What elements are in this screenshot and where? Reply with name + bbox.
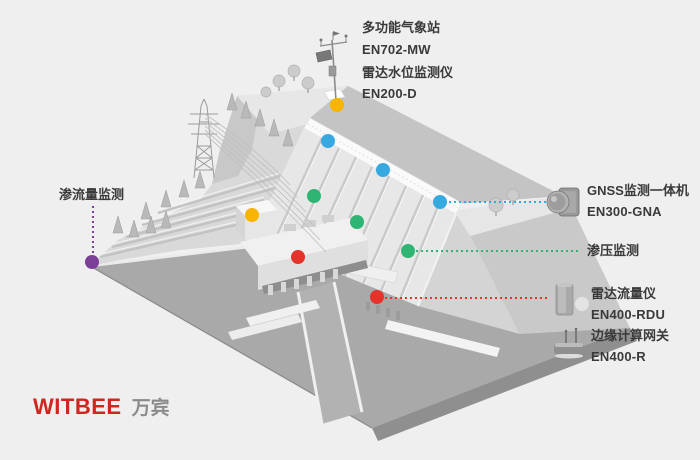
marker-seepage-pressure-3 [401,244,415,258]
label-flow-meter-model: EN400-RDU [591,307,666,322]
gnss-device-icon [546,187,580,217]
marker-gnss [433,195,447,209]
monitoring-markers [85,98,447,304]
marker-flow-meter-1 [291,250,305,264]
label-water-level-name: 雷达水位监测仪 [362,65,454,80]
label-gateway-name: 边缘计算网关 [591,328,670,343]
marker-seepage-pressure-2 [350,215,364,229]
marker-water-level-1 [321,134,335,148]
label-water-level-model: EN200-D [362,86,417,101]
power-lines [204,113,327,253]
label-flow-meter-name: 雷达流量仪 [591,286,657,301]
reservoir-water [310,86,563,204]
tailrace-channel [228,281,364,425]
right-hill [418,196,630,334]
label-weather-station-name: 多功能气象站 [362,20,441,35]
marker-intake-building [245,208,259,222]
powerhouse [240,215,368,295]
label-seepage-flow: 渗流量监测 [59,187,125,202]
brand-logo-cn: 万宾 [131,398,170,419]
flow-meter-device-icon [555,283,589,316]
transmission-tower [188,98,220,179]
marker-flow-meter-2 [370,290,384,304]
pine-trees [112,92,294,238]
leader-lines [92,201,580,299]
label-gateway-model: EN400-R [591,349,646,364]
marker-water-level-2 [376,163,390,177]
marker-seepage-pressure-1 [307,189,321,203]
marker-seepage-flow [85,255,99,269]
weather-station-mast [315,31,348,102]
brand-logo: WITBEE 万宾 [33,393,170,420]
spillway-outlet [366,302,500,357]
label-weather-station-model: EN702-MW [362,42,431,57]
label-gnss-name: GNSS监测一体机 [587,183,689,198]
gateway-device-icon [554,327,584,359]
label-gnss-model: EN300-GNA [587,204,662,219]
brand-logo-en: WITBEE [33,394,122,419]
label-seepage-pressure: 渗压监测 [587,243,640,258]
marker-weather-station [330,98,344,112]
